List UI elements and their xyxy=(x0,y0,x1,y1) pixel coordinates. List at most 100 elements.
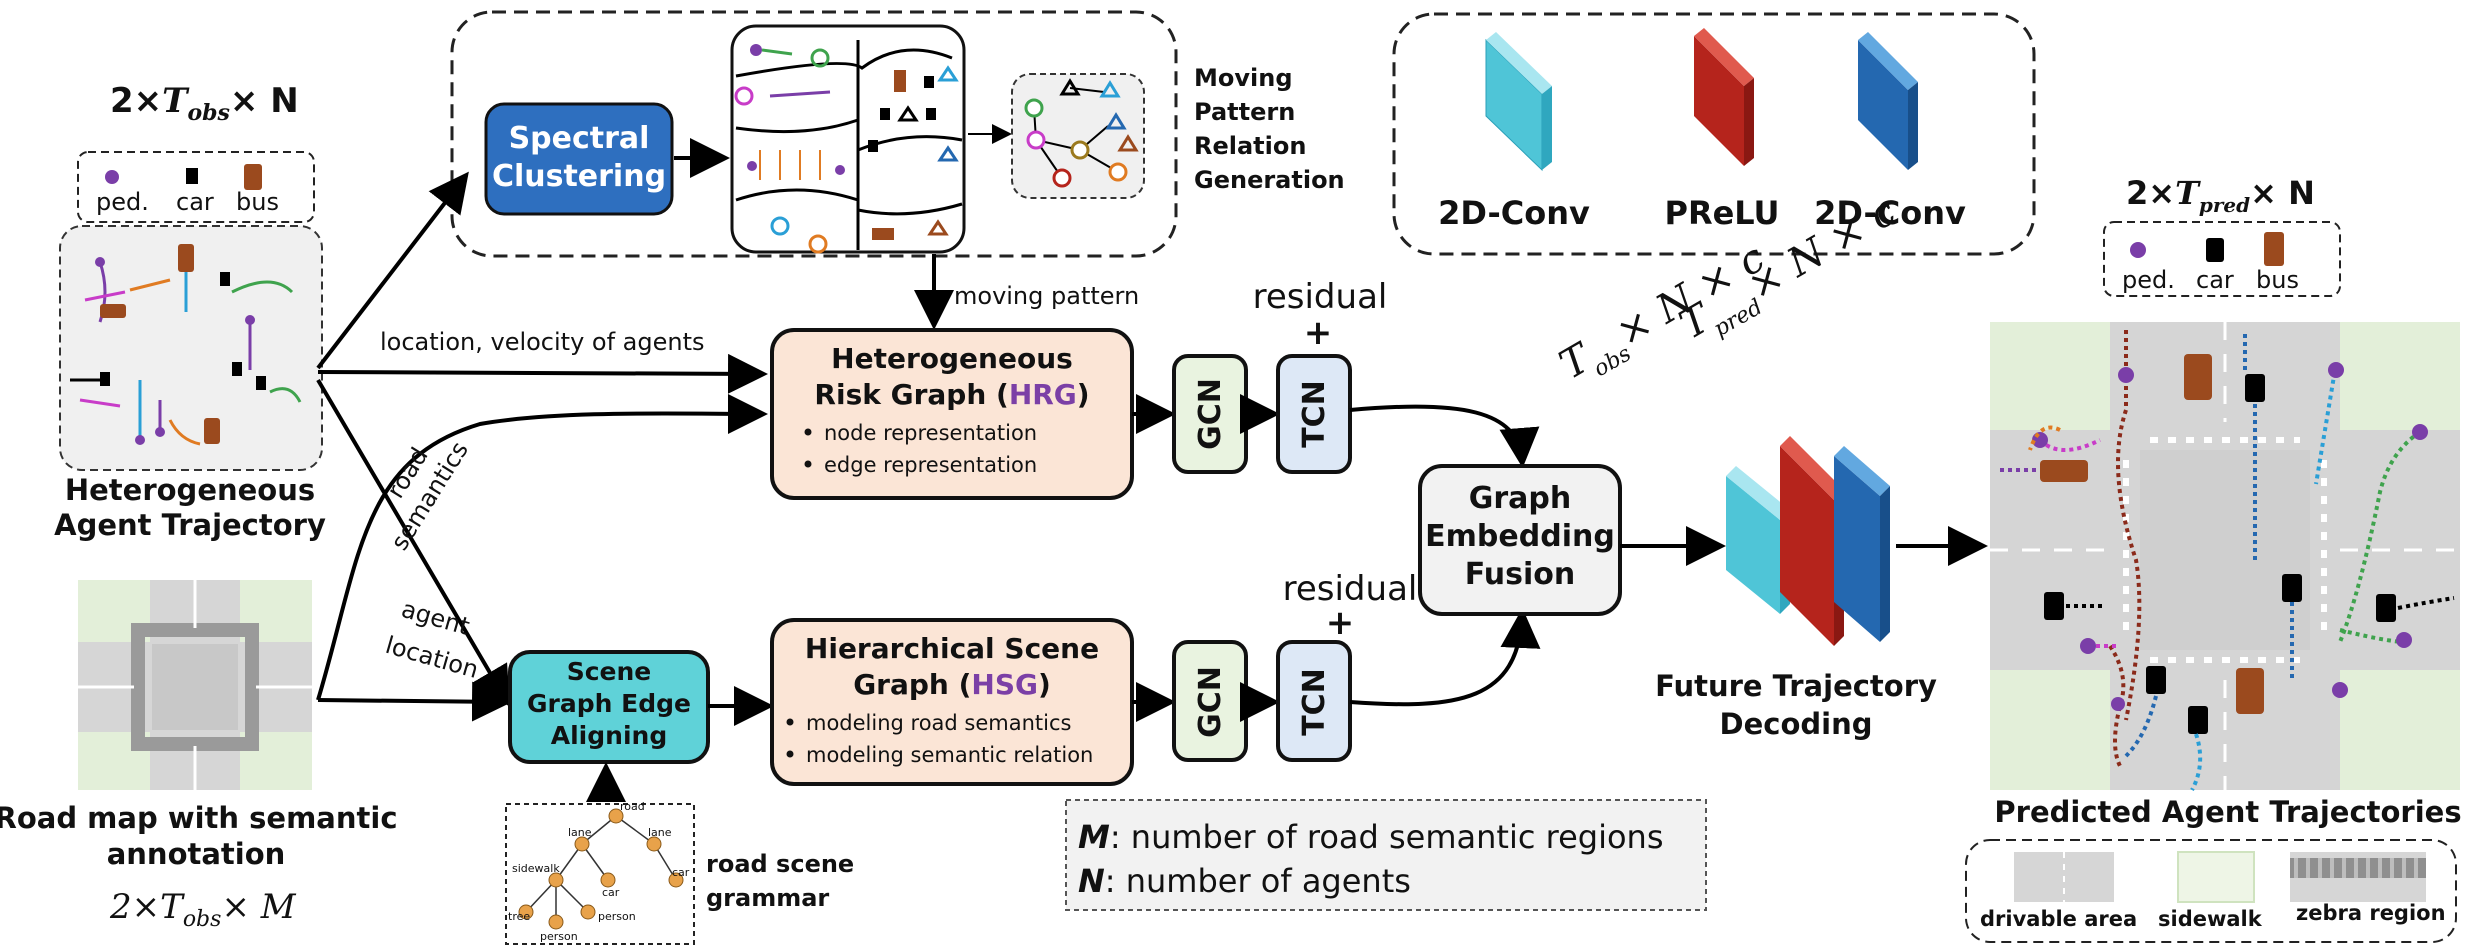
out-car-icon xyxy=(2206,238,2224,262)
decoding-caption-2: Decoding xyxy=(1720,707,1873,741)
fusion-label-2: Embedding xyxy=(1425,519,1615,554)
region-legend-zebra: zebra region xyxy=(2296,901,2446,925)
grammar-caption-2: grammar xyxy=(706,884,829,912)
agent-trajectory-image xyxy=(59,225,323,471)
grammar-node-lane-2: lane xyxy=(648,826,672,839)
spectral-clustering-box xyxy=(484,102,674,216)
tcn-box-bottom xyxy=(1276,640,1352,762)
side-label-moving: Moving xyxy=(1194,64,1293,92)
grammar-caption-1: road scene xyxy=(706,850,854,878)
grammar-node-car-2: car xyxy=(672,866,690,879)
output-agent-legend-box xyxy=(2103,221,2341,297)
hsg-title-2: Graph (HSG) xyxy=(853,668,1051,701)
legend-conv2-label: 2D-Conv xyxy=(1814,194,1966,232)
fusion-label-1: Graph xyxy=(1469,481,1572,516)
side-label-generation: Generation xyxy=(1194,166,1345,194)
aligning-label-2: Graph Edge xyxy=(527,689,691,718)
grammar-node-car-1: car xyxy=(602,886,620,899)
out-bus-icon xyxy=(2264,232,2284,266)
edge-label-location: location xyxy=(382,631,481,684)
tcn-box-top xyxy=(1276,354,1352,474)
side-label-relation: Relation xyxy=(1194,132,1306,160)
plus-label-top: + xyxy=(1304,313,1333,353)
edge-label-location-velocity: location, velocity of agents xyxy=(380,328,705,356)
region-legend-sidewalk: sidewalk xyxy=(2158,907,2263,931)
out-legend-car: car xyxy=(2196,266,2234,294)
region-legend-box xyxy=(1965,839,2457,943)
conv2-layer-icon xyxy=(1858,32,1918,170)
bus-icon xyxy=(244,164,262,190)
road-dim-label: 2×Tobs× M xyxy=(109,887,297,932)
conv-layer-icon xyxy=(1485,32,1552,172)
fusion-label-3: Fusion xyxy=(1465,557,1575,592)
hrg-title-2: Risk Graph (HRG) xyxy=(814,378,1089,411)
decoder-conv2-layer xyxy=(1834,446,1890,642)
hrg-title-1: Heterogeneous xyxy=(831,342,1073,375)
sidewalk-swatch xyxy=(2177,851,2255,903)
ped-icon xyxy=(105,170,119,184)
road-caption-1: Road map with semantic xyxy=(0,801,398,835)
road-map-image xyxy=(78,580,312,790)
road-caption-2: annotation xyxy=(107,837,286,871)
tcn-label-bottom: TCN xyxy=(1297,668,1332,736)
clustering-dashed-region xyxy=(450,10,1178,258)
input-agent-legend-box xyxy=(77,151,315,223)
grammar-node-person-1: person xyxy=(540,930,578,943)
hsg-title-1: Hierarchical Scene xyxy=(805,632,1099,665)
grammar-node-person-2: person xyxy=(598,910,636,923)
legend-bus-label: bus xyxy=(236,188,279,216)
predicted-trajectory-map xyxy=(1990,322,2460,791)
tcn-label-top: TCN xyxy=(1297,380,1332,448)
aligning-label-3: Aligning xyxy=(551,721,667,750)
cluster-map-image xyxy=(730,24,966,254)
arrow-tcn-to-fusion-top xyxy=(1349,404,1540,468)
trajectory-dim-label: 2×Tobs× N xyxy=(110,81,299,126)
out-legend-ped: ped. xyxy=(2122,266,2175,294)
out-ped-icon xyxy=(2130,242,2146,258)
trajectory-caption-1: Heterogeneous xyxy=(65,473,315,507)
decoder-legend-region xyxy=(1392,12,2036,256)
legend-car-label: car xyxy=(176,188,214,216)
spectral-label-2: Clustering xyxy=(492,159,666,194)
hrg-bullet-2: edge representation xyxy=(824,453,1037,477)
arrow-location-velocity xyxy=(317,353,768,394)
grammar-node-tree: tree xyxy=(508,910,530,923)
grammar-node-lane-1: lane xyxy=(568,826,592,839)
legend-prelu-label: PReLU xyxy=(1664,194,1779,232)
spectral-label-1: Spectral xyxy=(509,121,650,156)
zebra-region-swatch xyxy=(2290,852,2426,902)
legend-conv-label: 2D-Conv xyxy=(1438,194,1590,232)
grammar-node-sidewalk: sidewalk xyxy=(512,862,560,875)
aligning-label-1: Scene xyxy=(567,657,652,686)
arrow-to-clustering xyxy=(316,171,469,370)
prelu-layer-icon xyxy=(1694,28,1754,166)
gcn-label-top: GCN xyxy=(1193,378,1228,450)
region-legend-drivable: drivable area xyxy=(1980,907,2137,931)
decoding-caption-1: Future Trajectory xyxy=(1655,669,1937,703)
side-label-pattern: Pattern xyxy=(1194,98,1295,126)
out-legend-bus: bus xyxy=(2256,266,2299,294)
trajectory-caption-2: Agent Trajectory xyxy=(54,508,326,542)
notation-box xyxy=(1065,799,1707,911)
notation-m: M: number of road semantic regions xyxy=(1078,818,1664,856)
arrow-tcn-to-fusion-bottom xyxy=(1349,608,1541,707)
residual-label-top: residual xyxy=(1253,277,1388,317)
output-dim-label: 2×Tpred× N xyxy=(2126,174,2315,217)
arrow-agent-location xyxy=(316,378,511,707)
hsg-bullet-2: modeling semantic relation xyxy=(806,743,1093,767)
hrg-bullet-1: node representation xyxy=(824,421,1037,445)
grammar-tree: road lane lane sidewalk car car tree per… xyxy=(505,800,695,945)
edge-label-moving-pattern: moving pattern xyxy=(954,282,1139,310)
car-icon xyxy=(186,168,198,184)
arrow-road-to-aligning xyxy=(317,681,512,722)
legend-ped-label: ped. xyxy=(96,188,149,216)
fusion-box xyxy=(1418,464,1622,616)
drivable-area-swatch xyxy=(2014,852,2114,902)
gcn-label-bottom: GCN xyxy=(1193,666,1228,738)
notation-n: N: number of agents xyxy=(1078,862,1411,900)
output-caption: Predicted Agent Trajectories xyxy=(1994,795,2461,829)
plus-label-bottom: + xyxy=(1326,603,1355,643)
pattern-graph-image xyxy=(1011,73,1145,199)
edge-label-agent: agent xyxy=(398,595,472,641)
